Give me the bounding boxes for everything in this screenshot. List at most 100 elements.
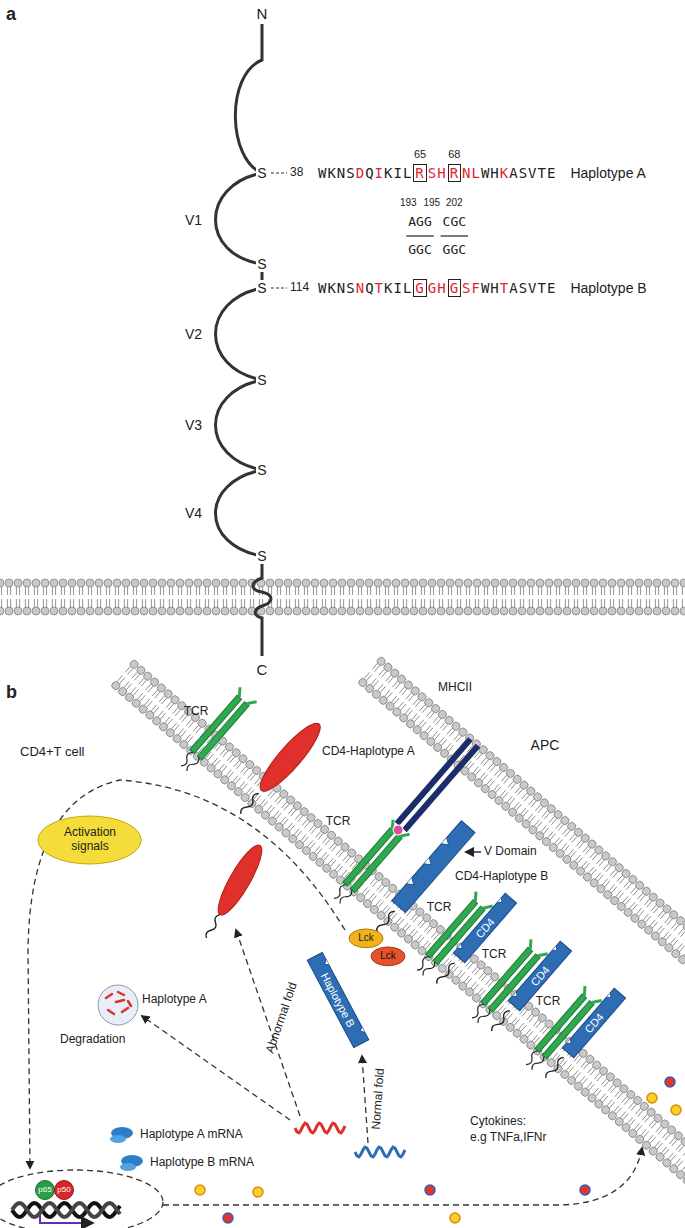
- t-cell-membrane: [249, 790, 254, 796]
- lipid-bilayer: [113, 579, 121, 587]
- lipid-bilayer: [347, 579, 355, 587]
- lipid-bilayer: [635, 607, 643, 615]
- label-text: V4: [185, 505, 202, 521]
- t-cell-membrane: [337, 866, 342, 872]
- lipid-bilayer: [590, 607, 598, 615]
- lipid-bilayer: [385, 599, 386, 607]
- lipid-bilayer: [361, 587, 362, 595]
- lipid-bilayer: [95, 579, 103, 587]
- t-cell-membrane: [683, 1150, 685, 1156]
- node-text: p65: [38, 1185, 51, 1194]
- label-text: TCR: [326, 815, 351, 829]
- lipid-bilayer: [367, 587, 368, 595]
- lipid-bilayer: [671, 579, 679, 587]
- t-cell-membrane: [216, 745, 221, 751]
- lipid-bilayer: [676, 599, 677, 607]
- t-cell-membrane: [215, 760, 220, 766]
- t-cell-membrane: [413, 916, 418, 922]
- lipid-bilayer: [338, 579, 346, 587]
- lipid-bilayer: [163, 599, 164, 607]
- t-cell-membrane: [386, 892, 391, 898]
- residue-letters: N: [356, 280, 365, 296]
- lipid-bilayer: [52, 599, 53, 607]
- lipid-bilayer: [469, 587, 470, 595]
- t-cell-membrane: [651, 1122, 656, 1128]
- lipid-bilayer: [91, 587, 92, 595]
- apc-membrane: [684, 949, 685, 955]
- lipid-bilayer: [604, 587, 605, 595]
- apc-membrane: [544, 828, 549, 834]
- lipid-bilayer: [487, 599, 488, 607]
- lipid-bilayer: [217, 587, 218, 595]
- kinase-oval: Lck: [348, 928, 384, 949]
- lipid-bilayer: [421, 599, 422, 607]
- apc-membrane: [407, 710, 412, 716]
- lipid-bilayer: [154, 599, 155, 607]
- label-text: Cytokines:: [470, 1115, 526, 1129]
- lipid-bilayer: [223, 587, 224, 595]
- lipid-bilayer: [32, 579, 40, 587]
- cd4-haplotype-a: [233, 717, 328, 821]
- lipid-bilayer: [640, 599, 641, 607]
- lipid-bilayer: [565, 587, 566, 595]
- apc-membrane: [537, 822, 542, 828]
- lipid-bilayer: [271, 587, 272, 595]
- t-cell-membrane: [277, 798, 282, 804]
- apc-membrane: [394, 698, 399, 704]
- lipid-bilayer: [619, 587, 620, 595]
- proteasome-bubble: [98, 985, 138, 1025]
- apc-membrane: [579, 842, 584, 848]
- cd4-tail: [435, 962, 456, 986]
- sequence-row: WKNSNQTKILGGHGSFWHTASVTE: [318, 279, 556, 297]
- t-cell-membrane: [276, 813, 281, 819]
- t-cell-membrane: [128, 668, 133, 674]
- t-cell-membrane: [372, 881, 377, 887]
- cytokine-dot: [223, 1213, 233, 1223]
- t-cell-membrane: [684, 1167, 685, 1173]
- lipid-bilayer: [527, 579, 535, 587]
- t-cell-membrane: [657, 1143, 662, 1149]
- apc-membrane: [373, 680, 378, 686]
- cd4-haplotype-b-bar: [375, 910, 396, 934]
- apc-membrane: [646, 916, 651, 922]
- apc-membrane: [421, 722, 426, 728]
- domain-notch: [566, 1039, 573, 1046]
- ribosome: [120, 1163, 136, 1171]
- apc-membrane: [414, 716, 419, 722]
- lipid-bilayer: [334, 587, 335, 595]
- lipid-bilayer: [676, 587, 677, 595]
- lipid-bilayer: [592, 587, 593, 595]
- t-cell-membrane: [378, 901, 383, 907]
- lipid-bilayer: [73, 587, 74, 595]
- t-cell-membrane: [270, 792, 275, 798]
- lipid-bilayer: [28, 587, 29, 595]
- proteasome-bubble: [106, 994, 112, 998]
- lipid-bilayer: [523, 599, 524, 607]
- cd4-haplotype-b-bar: [441, 838, 451, 848]
- lipid-bilayer: [280, 587, 281, 595]
- lipid-bilayer: [16, 599, 17, 607]
- lipid-bilayer: [0, 579, 4, 587]
- apc-membrane: [551, 819, 556, 825]
- cd4-haplotype-a: [239, 792, 260, 816]
- lipid-bilayer: [457, 599, 458, 607]
- apc-membrane: [639, 910, 644, 916]
- label-text: Haplotype A: [570, 165, 646, 181]
- lipid-bilayer: [550, 587, 551, 595]
- lipid-bilayer: [500, 579, 508, 587]
- lipid-bilayer: [106, 587, 107, 595]
- tcr-receptor: [235, 687, 257, 707]
- lipid-bilayer: [430, 599, 431, 607]
- lipid-bilayer: [590, 579, 598, 587]
- lipid-bilayer: [127, 599, 128, 607]
- lipid-bilayer: [172, 587, 173, 595]
- lipid-bilayer: [394, 587, 395, 595]
- lipid-bilayer: [622, 587, 623, 595]
- lipid-bilayer: [226, 599, 227, 607]
- tcr-receptor: [415, 955, 437, 977]
- lipid-bilayer: [205, 587, 206, 595]
- lipid-bilayer: [361, 599, 362, 607]
- codon-text: GGC: [408, 243, 431, 258]
- apc-membrane: [625, 898, 630, 904]
- lipid-bilayer: [122, 579, 130, 587]
